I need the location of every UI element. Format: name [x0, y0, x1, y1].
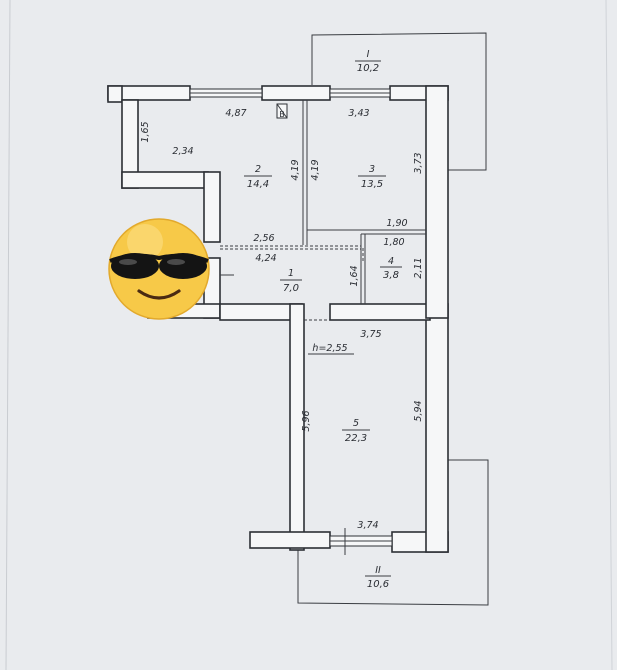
dim-room-5-top: 3,75: [360, 329, 381, 340]
windows: [189, 88, 393, 555]
room-3-number: 3: [369, 164, 375, 175]
dim-room-5-bottom: 3,74: [357, 520, 378, 531]
room-5-area: 22,3: [345, 433, 367, 444]
emoji-right-lens: [159, 253, 207, 279]
balcony-top-outline: [311, 32, 487, 171]
paper-edge: [5, 0, 11, 670]
room-3-area: 13,5: [361, 179, 383, 190]
dim-hall-right: 1,64: [349, 265, 360, 286]
dim-room-2-bottom: 2,56: [253, 233, 274, 244]
balcony-top-area: 10,2: [357, 63, 379, 74]
room-2-area: 14,4: [247, 179, 269, 190]
room-4-area: 3,8: [383, 270, 399, 281]
emoji-smile: [137, 289, 181, 300]
room-1-number: 1: [288, 268, 294, 279]
dim-hall-depth: 2,34: [172, 146, 193, 157]
dim-room-5-left: 5,96: [301, 410, 312, 431]
dim-left-wall: 1,65: [140, 121, 151, 142]
room-1-area: 7,0: [283, 283, 299, 294]
paper-edge-right: [605, 0, 613, 670]
room-4-number: 4: [388, 256, 394, 267]
interior-walls: [220, 100, 426, 321]
dim-bath-inner: 1,80: [383, 237, 404, 248]
room-2-number: 2: [255, 164, 261, 175]
dim-room-5-right: 5,94: [413, 400, 424, 421]
ceiling-height-label: h=2,55: [312, 343, 347, 354]
emoji-left-lens: [111, 253, 159, 279]
dim-room-2-height: 4,19: [290, 159, 301, 180]
sunglasses-face-emoji: [108, 218, 210, 320]
dim-top-left-width: 4,87: [225, 108, 246, 119]
balcony-bottom-area: 10,6: [367, 579, 389, 590]
dim-top-right-width: 3,43: [348, 108, 369, 119]
room-5-number: 5: [353, 418, 359, 429]
dim-hall-width: 4,24: [255, 253, 276, 264]
dim-bath-height: 2,11: [413, 257, 424, 278]
balcony-bottom-number: II: [375, 565, 381, 576]
balcony-top-number: I: [367, 49, 370, 60]
plan-marker: В: [279, 110, 285, 119]
dim-right-wall: 3,73: [413, 152, 424, 173]
outer-walls: [107, 85, 449, 553]
dim-room-3-height: 4,19: [310, 159, 321, 180]
dim-bath-top: 1,90: [386, 218, 407, 229]
